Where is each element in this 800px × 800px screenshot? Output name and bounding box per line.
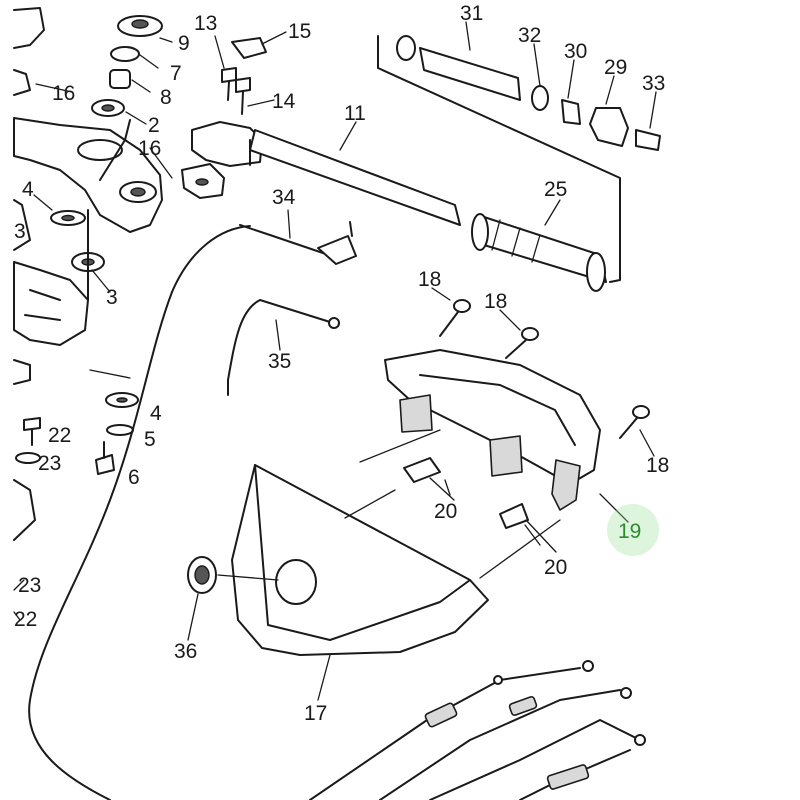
throttle-cables (171, 221, 357, 396)
label-35: 35 (268, 350, 291, 373)
handlebar-clamp (181, 37, 267, 199)
leader-lines (33, 21, 657, 701)
handlebar-and-grip (249, 129, 607, 292)
label-13: 13 (194, 12, 217, 35)
top-stack-parts (91, 15, 173, 125)
label-20-right: 20 (544, 556, 567, 579)
label-2: 2 (148, 114, 160, 137)
label-34: 34 (272, 186, 296, 209)
callout-labels: 31 32 30 29 33 13 15 9 7 8 16 2 16 14 11… (14, 2, 669, 725)
label-14: 14 (272, 90, 296, 113)
highlight-glow (607, 504, 659, 556)
meter-bracket (384, 349, 601, 511)
label-18-a: 18 (418, 268, 441, 291)
label-18-c: 18 (646, 454, 669, 477)
throttle-assembly (377, 35, 661, 283)
label-3-edge: 3 (14, 220, 26, 243)
label-11: 11 (344, 102, 366, 125)
label-31: 31 (460, 2, 483, 25)
label-29: 29 (604, 56, 627, 79)
label-17: 17 (304, 702, 327, 725)
label-19: 19 (618, 520, 641, 543)
label-6: 6 (128, 466, 140, 489)
bottom-cables (309, 660, 646, 800)
label-4-top: 4 (22, 178, 34, 201)
label-18-b: 18 (484, 290, 507, 313)
label-36: 36 (174, 640, 197, 663)
label-25: 25 (544, 178, 567, 201)
label-3: 3 (106, 286, 118, 309)
label-20-left: 20 (434, 500, 457, 523)
label-15: 15 (288, 20, 311, 43)
clips-20 (403, 457, 541, 546)
label-4-bottom: 4 (150, 402, 162, 425)
label-22-top: 22 (48, 424, 71, 447)
long-cable (28, 291, 173, 800)
label-32: 32 (518, 24, 541, 47)
label-9: 9 (178, 32, 190, 55)
label-7: 7 (170, 62, 182, 85)
left-fork-assembly (13, 7, 163, 621)
label-23-bottom: 23 (18, 574, 41, 597)
cover-17 (231, 429, 561, 656)
label-30: 30 (564, 40, 587, 63)
grommet-36 (187, 556, 279, 594)
label-8: 8 (160, 86, 172, 109)
label-5: 5 (144, 428, 156, 451)
bolts-18 (439, 299, 650, 439)
label-23-top: 23 (38, 452, 61, 475)
label-16-left: 16 (52, 82, 75, 105)
label-33: 33 (642, 72, 665, 95)
label-22-bottom: 22 (14, 608, 37, 631)
label-16-right: 16 (138, 137, 161, 160)
